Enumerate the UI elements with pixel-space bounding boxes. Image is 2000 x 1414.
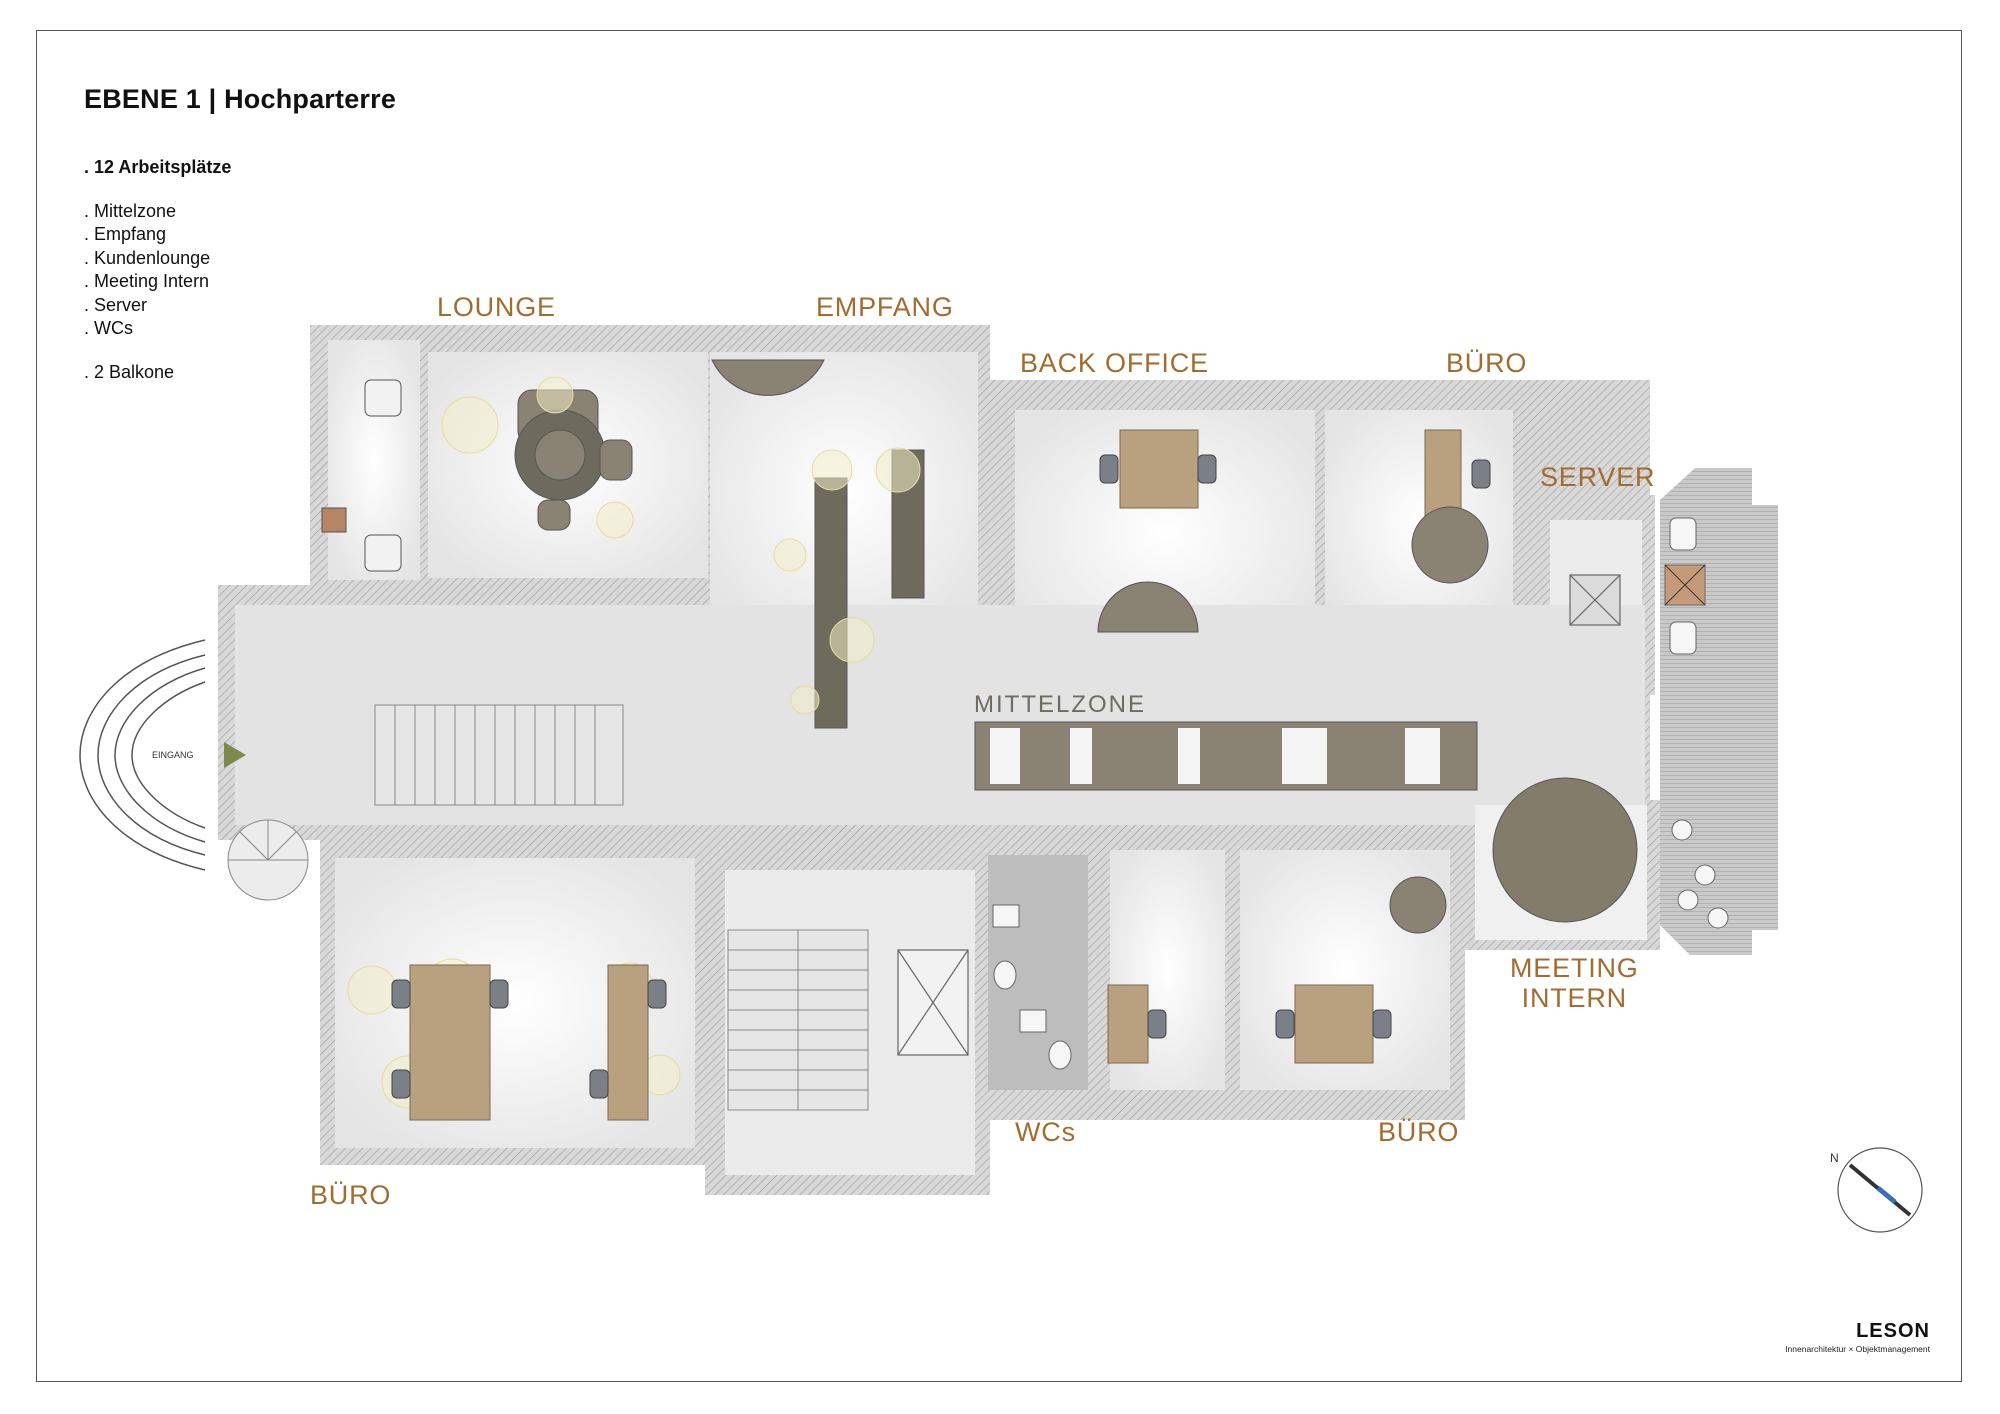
lounge-furniture [321,379,633,572]
room-label-buero-top: BÜRO [1446,348,1528,378]
room-label-meeting-line1: MEETING [1510,953,1639,983]
elevator [897,949,969,1056]
program-balconies: . 2 Balkone [84,361,175,382]
room-label-meeting-line2: INTERN [1521,983,1627,1013]
room-label-wcs: WCs [1015,1117,1076,1147]
entrance-arrow-icon [224,742,246,768]
program-list: . 12 Arbeitsplätze . Mittelzone . Empfan… [84,156,231,384]
room-label-buero-bottom-left: BÜRO [310,1180,392,1210]
spiral-stair [227,819,309,901]
program-workplaces: . 12 Arbeitsplätze [84,157,232,177]
entrance-steps [79,639,206,871]
room-label-back-office: BACK OFFICE [1020,348,1209,378]
brand-tagline: Innenarchitektur × Objektmanagement [1785,1344,1930,1354]
program-zone-item: . Meeting Intern [84,271,210,291]
program-zone-item: . Server [84,294,148,315]
program-zone-item: . Empfang [84,224,167,244]
room-label-mittelzone: MITTELZONE [974,691,1147,718]
room-label-buero-bottom-right: BÜRO [1378,1117,1460,1147]
program-zone-item: . Kundenlounge [84,247,211,268]
compass-icon: N [1830,1147,1923,1233]
compass-north-label: N [1830,1151,1839,1165]
program-zone-item: . Mittelzone [84,200,177,221]
chairs [391,454,1491,1099]
program-zone-item: . WCs [84,318,133,338]
brand-logo-text: LESON [1856,1320,1930,1342]
room-label-server: SERVER [1540,462,1656,492]
brand-logo: LESON Innenarchitektur × Objektmanagemen… [1740,1320,1930,1354]
wc-fixtures [992,904,1072,1070]
room-label-meeting: MEETING INTERN [1510,953,1639,1013]
server-rack [1569,574,1621,626]
room-label-empfang: EMPFANG [816,292,954,322]
balcony-furniture [1664,517,1729,929]
rear-staircase [727,929,869,1111]
plan-title: EBENE 1 | Hochparterre [84,84,397,114]
room-label-lounge: LOUNGE [437,292,556,322]
main-staircase [374,704,624,806]
mittelzone-shelf [974,721,1478,791]
drawing-frame [36,30,1962,1382]
room-label-eingang: EINGANG [152,750,194,760]
meeting-tables [1097,506,1638,934]
